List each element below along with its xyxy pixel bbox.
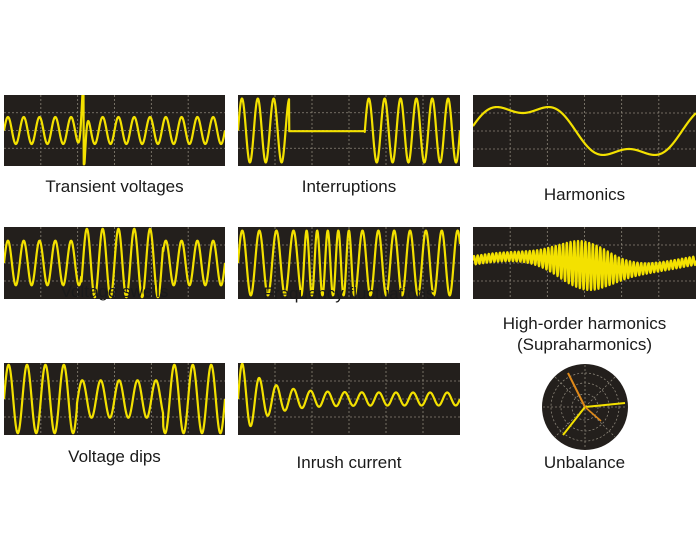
supraharmonics-scope (473, 227, 696, 299)
supraharmonics-waveform (473, 227, 696, 299)
phasor-a (584, 402, 626, 408)
scope-grid (238, 363, 460, 435)
caption-frequency-fluctuations: Frequency fluctuations (263, 284, 435, 303)
unbalance-scope (541, 363, 629, 451)
caption-unbalance: Unbalance (543, 453, 626, 472)
scope-grid (238, 95, 460, 166)
unbalance-phasor-icon (542, 364, 628, 450)
phasor-b (567, 372, 586, 408)
transient-waveform (4, 95, 225, 166)
phasor-d (584, 406, 602, 422)
supraharmonics-trace (473, 239, 696, 292)
swells-waveform (4, 227, 225, 299)
voltage-swells-scope (4, 227, 225, 299)
caption-harmonics: Harmonics (543, 185, 626, 204)
interruptions-trace (238, 97, 460, 164)
caption-voltage-dips: Voltage dips (68, 447, 161, 466)
frequency-trace (238, 229, 460, 297)
transient-voltages-scope (4, 95, 225, 166)
scope-grid (4, 95, 225, 166)
caption-interruptions: Interruptions (301, 177, 397, 196)
interruptions-waveform (238, 95, 460, 166)
dips-waveform (4, 363, 225, 435)
harmonics-waveform (473, 95, 696, 167)
caption-transient-voltages: Transient voltages (45, 177, 184, 196)
phasor-c (562, 406, 586, 436)
inrush-trace (238, 363, 460, 428)
harmonics-scope (473, 95, 696, 167)
interruptions-scope (238, 95, 460, 166)
inrush-current-scope (238, 363, 460, 435)
dips-trace (4, 363, 225, 435)
inrush-waveform (238, 363, 460, 435)
swells-trace (4, 227, 225, 299)
caption-supraharmonics: High-order harmonics (Supraharmonics) (502, 314, 667, 354)
caption-voltage-swells: Voltage swells (60, 282, 169, 301)
transient-trace (4, 95, 225, 166)
frequency-fluctuations-scope (238, 227, 460, 299)
harmonics-trace (473, 105, 696, 157)
frequency-waveform (238, 227, 460, 299)
caption-inrush-current: Inrush current (296, 453, 402, 472)
voltage-dips-scope (4, 363, 225, 435)
scope-grid (473, 95, 696, 167)
